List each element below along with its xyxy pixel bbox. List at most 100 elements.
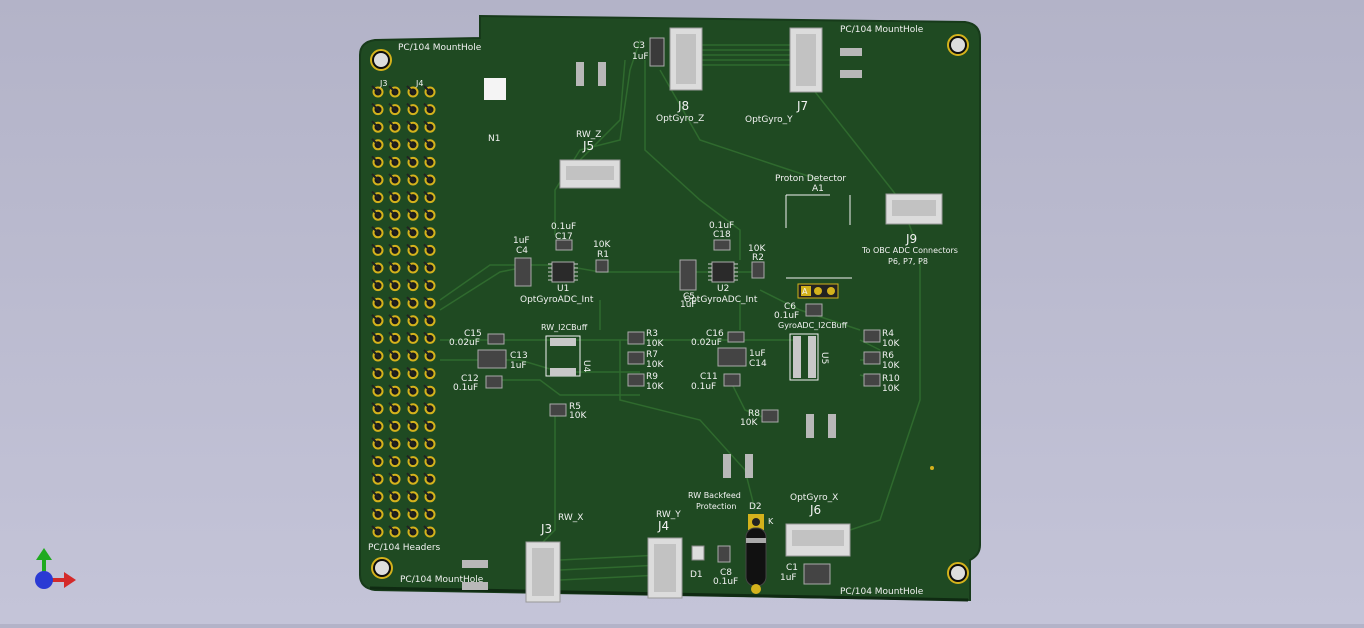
header-pin-post	[388, 226, 398, 236]
header-pin-post	[406, 525, 416, 535]
header-pin-post	[371, 155, 381, 166]
connector-j4[interactable]	[647, 537, 683, 599]
pin-header-3[interactable]	[797, 283, 839, 299]
c5-ref: C5	[683, 292, 695, 302]
capacitor-c6[interactable]	[805, 303, 823, 317]
c1-ref: C1	[786, 563, 798, 573]
header-pin-post	[406, 173, 416, 183]
resistor-r2[interactable]	[751, 261, 765, 279]
connector-j5[interactable]	[559, 159, 621, 189]
capacitor-c15[interactable]	[487, 333, 505, 345]
header-pin-post	[423, 120, 433, 130]
header-pin-post	[406, 120, 416, 130]
header-pin-post	[406, 472, 416, 482]
resistor-r4[interactable]	[863, 329, 881, 343]
header-pin-post	[371, 525, 381, 535]
header-pin-post	[388, 296, 398, 306]
capacitor-c17[interactable]	[555, 239, 573, 251]
header-pin-post	[388, 138, 398, 148]
diode-d1[interactable]	[691, 545, 705, 561]
header-pin-post	[388, 314, 398, 324]
connector-j6[interactable]	[785, 523, 851, 557]
resistor-r6[interactable]	[863, 351, 881, 365]
r5-value: 10K	[569, 411, 587, 421]
d2-cathode-mark: K	[768, 517, 774, 526]
capacitor-c13[interactable]	[477, 349, 507, 369]
header-pin-post	[388, 261, 398, 271]
ic-u5[interactable]	[789, 333, 819, 381]
r9-value: 10K	[646, 382, 664, 392]
ic-u1[interactable]	[548, 261, 578, 283]
header-pin-post	[423, 437, 433, 447]
rw-backfeed-label-2: Protection	[696, 502, 736, 511]
u2-value: OptGyroADC_Int	[684, 295, 758, 305]
header-pin-post	[406, 190, 416, 201]
capacitor-c4[interactable]	[514, 257, 532, 287]
c18-value: 0.1uF	[709, 221, 734, 231]
pad-bl-1	[462, 560, 488, 568]
j4-ref: J4	[657, 519, 669, 533]
connector-j8[interactable]	[669, 27, 703, 91]
pad-mid-4	[745, 454, 753, 478]
capacitor-c18[interactable]	[713, 239, 731, 251]
r5-ref: R5	[569, 402, 581, 412]
c8-ref: C8	[720, 568, 732, 578]
resistor-r10[interactable]	[863, 373, 881, 387]
header-pin-post	[423, 402, 433, 412]
header-pin-post	[406, 296, 416, 306]
capacitor-c11[interactable]	[723, 373, 741, 387]
resistor-r3[interactable]	[627, 331, 645, 345]
header-pin-post	[388, 366, 398, 377]
n1-label: N1	[488, 134, 500, 144]
c12-ref: C12	[461, 374, 479, 384]
resistor-r1[interactable]	[595, 259, 609, 273]
resistor-r9[interactable]	[627, 373, 645, 387]
resistor-r7[interactable]	[627, 351, 645, 365]
capacitor-c5[interactable]	[679, 259, 697, 291]
header-pin-post	[371, 296, 381, 306]
header-pin-post	[406, 243, 416, 254]
header-pin-post	[423, 138, 433, 148]
header-pin-post	[371, 419, 381, 430]
c13-ref: C13	[510, 351, 528, 361]
diode-d2[interactable]	[745, 514, 767, 594]
capacitor-c3[interactable]	[649, 37, 665, 67]
header-pin-post	[406, 507, 416, 518]
connector-j3[interactable]	[525, 541, 561, 603]
c17-value: 0.1uF	[551, 222, 576, 232]
ic-u2[interactable]	[708, 261, 738, 283]
resistor-r5[interactable]	[549, 403, 567, 417]
c14-ref: C14	[749, 359, 767, 369]
capacitor-c8[interactable]	[717, 545, 731, 563]
capacitor-c1[interactable]	[803, 563, 831, 585]
capacitor-c16[interactable]	[727, 331, 745, 343]
header-pin-post	[423, 173, 433, 183]
header-pin-post	[406, 384, 416, 394]
header-pin-post	[406, 490, 416, 500]
ic-u4[interactable]	[545, 335, 581, 377]
r4-ref: R4	[882, 329, 894, 339]
connector-j7[interactable]	[789, 27, 823, 93]
pc104-headers-label: PC/104 Headers	[368, 543, 441, 553]
header-pin-post	[371, 437, 381, 447]
j3-name: RW_X	[558, 513, 583, 523]
header-j4-label: J4	[415, 79, 423, 88]
header-pin-post	[423, 349, 433, 359]
header-pin-post	[371, 261, 381, 271]
pad-top-2	[598, 62, 606, 86]
j8-ref: J8	[677, 99, 689, 113]
capacitor-c12[interactable]	[485, 375, 503, 389]
connector-j9[interactable]	[885, 193, 943, 225]
resistor-r8[interactable]	[761, 409, 779, 423]
header-pin-post	[406, 314, 416, 324]
header-pin-post	[423, 261, 433, 271]
proton-detector-outline	[785, 194, 851, 228]
capacitor-c14[interactable]	[717, 347, 747, 367]
header-pin-post	[388, 331, 398, 342]
axes-gizmo[interactable]	[35, 548, 76, 589]
r7-ref: R7	[646, 350, 658, 360]
header-pin-post	[371, 507, 381, 518]
header-pin-post	[371, 278, 381, 289]
header-pin-post	[371, 314, 381, 324]
